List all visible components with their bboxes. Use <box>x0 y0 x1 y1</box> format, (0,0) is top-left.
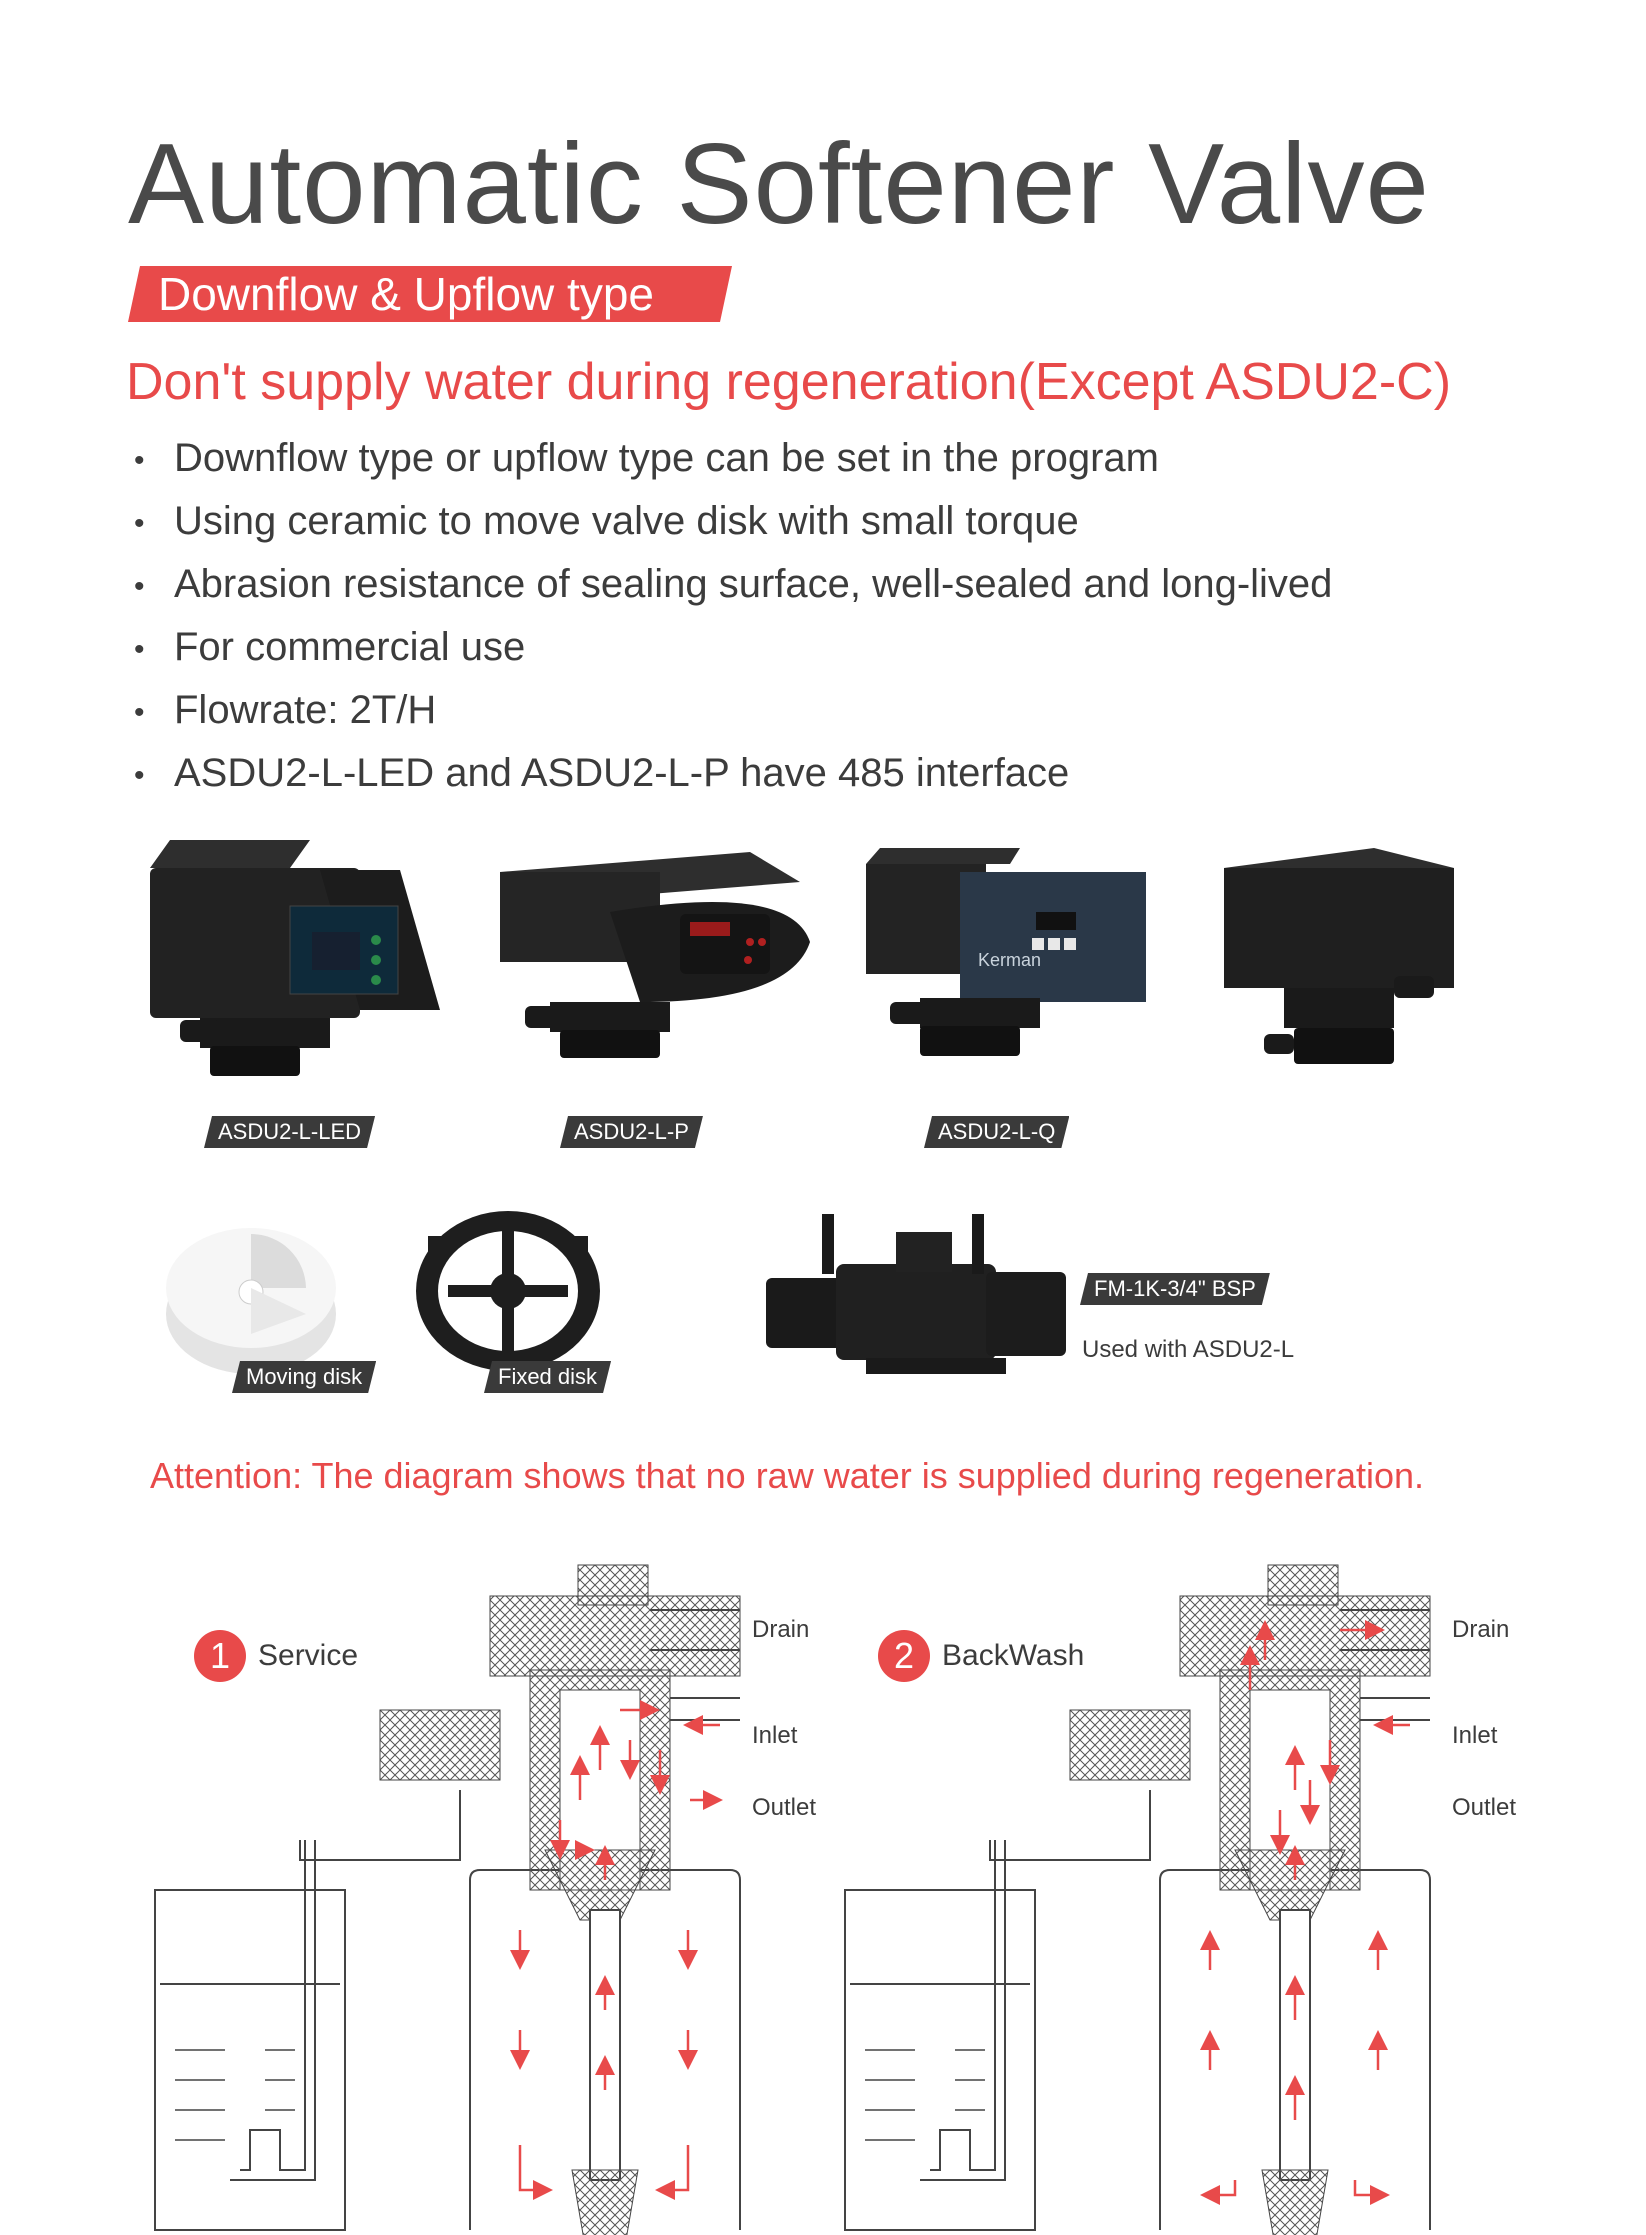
flowmeter-note: Used with ASDU2-L <box>1082 1336 1295 1363</box>
fixed-disk-label: Fixed disk <box>484 1361 611 1393</box>
bullet-icon: • <box>134 632 145 666</box>
step-title-backwash: BackWash <box>942 1639 1085 1672</box>
feature-item: •ASDU2-L-LED and ASDU2-L-P have 485 inte… <box>134 743 1332 806</box>
outlet-label-backwash: Outlet <box>1452 1794 1517 1821</box>
regeneration-note: Don't supply water during regeneration(E… <box>126 353 1452 411</box>
brand-logo-text: Kerman <box>978 950 1041 970</box>
service-diagram <box>154 1564 741 2235</box>
attention-note: Attention: The diagram shows that no raw… <box>150 1455 1425 1496</box>
moving-disk-label: Moving disk <box>232 1361 376 1393</box>
flowmeter-image <box>766 1214 1066 1374</box>
feature-item: •Flowrate: 2T/H <box>134 680 1332 743</box>
flow-diagrams <box>154 1564 1431 2235</box>
product-label-led: ASDU2-L-LED <box>204 1116 375 1148</box>
inlet-label-backwash: Inlet <box>1452 1722 1498 1749</box>
valve-p-image <box>500 852 810 1058</box>
flowmeter-label: FM-1K-3/4" BSP <box>1080 1273 1270 1305</box>
step-title-service: Service <box>258 1639 359 1672</box>
backwash-diagram <box>844 1564 1431 2235</box>
type-tag-bar <box>128 266 732 322</box>
feature-item: •For commercial use <box>134 617 1332 680</box>
step-number-backwash: 2 <box>878 1630 930 1682</box>
type-tag-text: Downflow & Upflow type <box>158 268 654 320</box>
bullet-icon: • <box>134 695 145 729</box>
product-label-p: ASDU2-L-P <box>560 1116 703 1148</box>
feature-item: •Abrasion resistance of sealing surface,… <box>134 554 1332 617</box>
bullet-icon: • <box>134 506 145 540</box>
valve-q-image: Kerman <box>866 848 1146 1056</box>
product-label-q: ASDU2-L-Q <box>924 1116 1069 1148</box>
drain-label-service: Drain <box>752 1616 810 1643</box>
feature-item: •Downflow type or upflow type can be set… <box>134 428 1332 491</box>
outlet-label-service: Outlet <box>752 1794 817 1821</box>
inlet-label-service: Inlet <box>752 1722 798 1749</box>
bullet-icon: • <box>134 443 145 477</box>
bullet-icon: • <box>134 569 145 603</box>
step-number-service: 1 <box>194 1630 246 1682</box>
drain-label-backwash: Drain <box>1452 1616 1510 1643</box>
bullet-icon: • <box>134 758 145 792</box>
page-title: Automatic Softener Valve <box>128 121 1430 248</box>
moving-disk-image <box>166 1228 336 1374</box>
fixed-disk-image <box>416 1211 600 1371</box>
feature-item: •Using ceramic to move valve disk with s… <box>134 491 1332 554</box>
valve-led-image <box>150 840 440 1076</box>
valve-headless-image <box>1224 848 1454 1064</box>
feature-list: •Downflow type or upflow type can be set… <box>134 428 1332 806</box>
